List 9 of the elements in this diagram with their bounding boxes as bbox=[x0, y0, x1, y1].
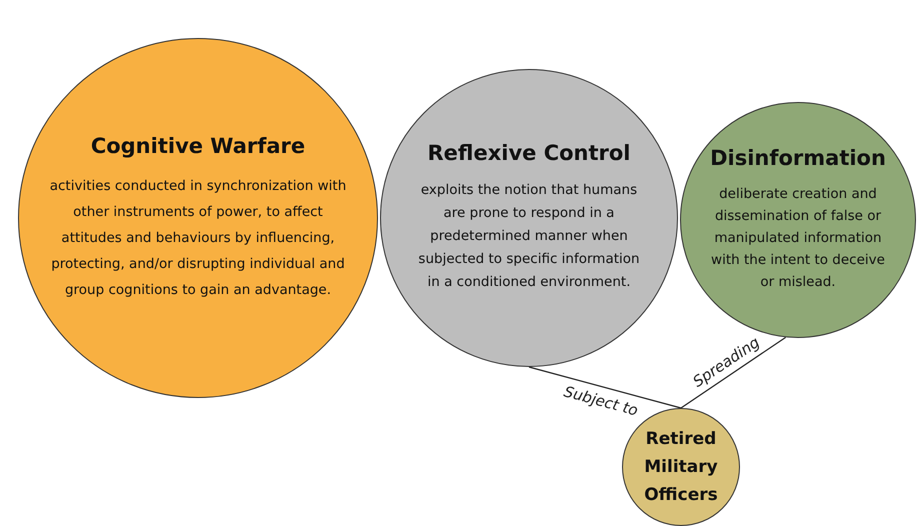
node-title: Cognitive Warfare bbox=[90, 133, 306, 159]
node-description: exploits the notion that humans are prone to respond in a predetermined manner when subjected to specific information in a conditioned environment. bbox=[417, 181, 641, 292]
node-title: Disinformation bbox=[709, 147, 887, 169]
connector-line bbox=[528, 366, 682, 409]
node-title: Reflexive Control bbox=[426, 142, 632, 165]
connector-line bbox=[680, 336, 786, 408]
node-label: Retired Military Officers bbox=[643, 428, 719, 507]
node-description: activities conducted in synchronization with other instruments of power, to affect attitudes and behaviours by influencing, protecting, and/or disrupting individual and group cognitions to gain an advantage. bbox=[48, 177, 348, 300]
node-description: deliberate creation and dissemination of false or manipulated information with the intent to deceive or mislead. bbox=[710, 185, 886, 292]
